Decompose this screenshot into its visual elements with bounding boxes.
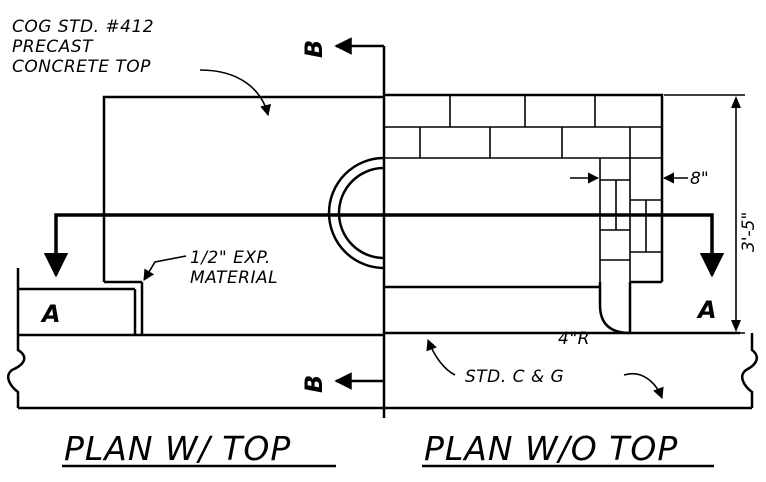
section-a-cut-line bbox=[43, 213, 725, 278]
precast-concrete-top-outline bbox=[102, 95, 384, 282]
leader-std-cg-right bbox=[623, 373, 664, 400]
note-top-spec-line1: COG STD. #412 bbox=[12, 17, 154, 37]
dim-height: 3'-5" bbox=[739, 212, 759, 252]
section-b-label-bottom: B bbox=[300, 375, 328, 393]
note-radius: 4"R bbox=[558, 329, 590, 349]
brick-masonry-wall bbox=[384, 93, 664, 282]
note-top-spec-line3: CONCRETE TOP bbox=[12, 57, 151, 77]
note-exp-line1: 1/2" EXP. bbox=[190, 248, 271, 268]
note-exp-line2: MATERIAL bbox=[190, 268, 278, 288]
inlet-opening-arc bbox=[327, 156, 385, 270]
section-b-label-top: B bbox=[300, 40, 328, 58]
leader-exp-material bbox=[143, 255, 187, 281]
title-plan-with-top: PLAN W/ TOP bbox=[64, 429, 291, 468]
dim-wall-thickness: 8" bbox=[690, 169, 709, 189]
break-line-right bbox=[741, 333, 759, 408]
title-plan-without-top: PLAN W/O TOP bbox=[424, 429, 678, 468]
note-top-spec-line2: PRECAST bbox=[12, 37, 94, 57]
section-a-label-left: A bbox=[40, 300, 61, 328]
right-inlet-box bbox=[384, 280, 662, 335]
break-line-left bbox=[7, 335, 26, 408]
leader-concrete-top bbox=[199, 69, 272, 117]
height-dimension bbox=[664, 94, 745, 334]
left-inlet-box bbox=[16, 268, 144, 335]
section-a-label-right: A bbox=[696, 296, 717, 324]
note-std-cg: STD. C & G bbox=[465, 367, 564, 387]
leader-std-cg-left bbox=[426, 338, 456, 376]
